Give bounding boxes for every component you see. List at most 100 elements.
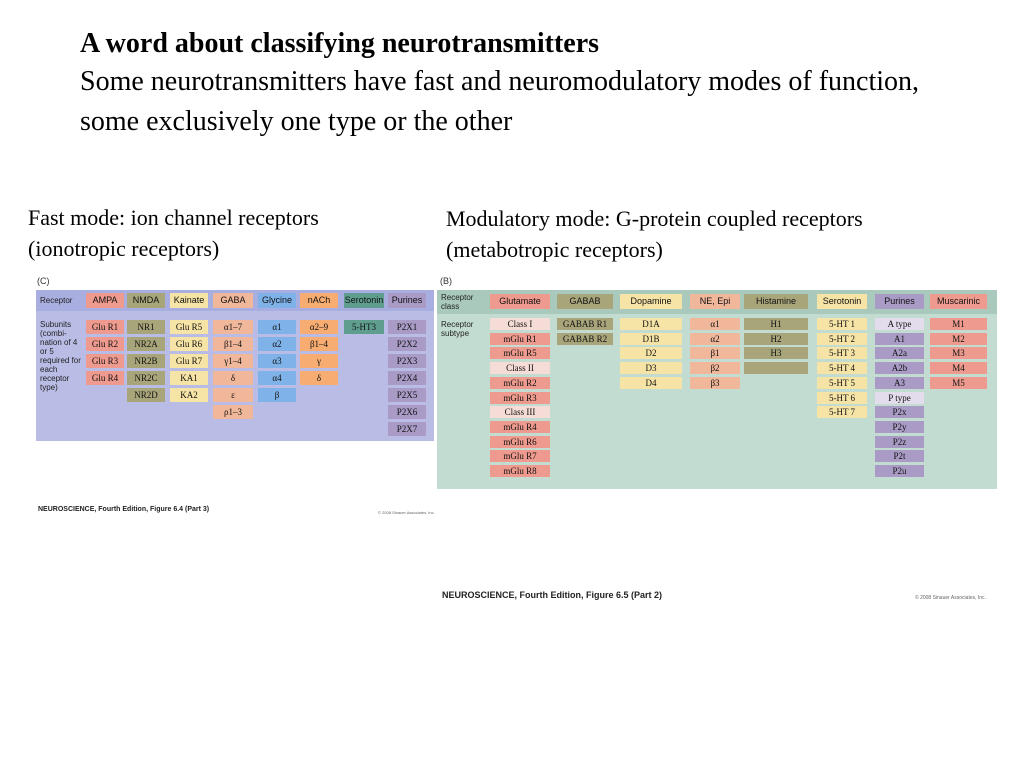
figure-6-4-copyright: © 2008 Sinauer Associates, Inc. [378,510,435,515]
metabotropic-subunit: 5-HT 3 [817,347,867,360]
metabotropic-header-2: Dopamine [620,294,682,309]
ionotropic-receptor-figure: Receptor Subunits (combi-nation of 4 or … [36,290,434,441]
metabotropic-subunit: 5-HT 4 [817,362,867,375]
metabotropic-subunit: mGlu R6 [490,435,550,448]
metabotropic-header-0: Glutamate [490,294,550,309]
receptor-subtype-label: Receptor subtype [441,320,474,338]
metabotropic-subunit: β1 [690,347,740,360]
metabotropic-subunit: A3 [875,376,924,389]
metabotropic-subunit: β3 [690,376,740,389]
metabotropic-subunit: D3 [620,362,682,375]
figure-6-5-credit: NEUROSCIENCE, Fourth Edition, Figure 6.5… [442,590,663,600]
metabotropic-subunit: P type [875,391,924,404]
figure-b-letter: (B) [440,276,452,286]
metabotropic-subunit: P2u [875,465,924,477]
ionotropic-subunit: Glu R1 [86,320,124,334]
metabotropic-header-1: GABAB [557,294,613,309]
slide-title: A word about classifying neurotransmitte… [80,28,600,59]
slide-title-block: A word about classifying neurotransmitte… [80,26,980,142]
ionotropic-subunit: β1–4 [300,337,338,351]
metabotropic-subunit: mGlu R2 [490,376,550,389]
metabotropic-subunit: M1 [930,318,987,330]
ionotropic-subunit: δ [300,371,338,385]
receptor-row-label: Receptor [40,296,73,305]
metabotropic-subunit: Class I [490,318,550,330]
ionotropic-subunit: α3 [258,354,296,368]
metabotropic-subunit: mGlu R4 [490,420,550,433]
metabotropic-subunit: M3 [930,347,987,360]
modulatory-mode-caption-line2: (metabotropic receptors) [446,237,663,262]
modulatory-mode-caption: Modulatory mode: G-protein coupled recep… [446,203,1006,265]
ionotropic-subunit: KA2 [170,388,208,402]
ionotropic-subunit: α1–7 [213,320,253,334]
metabotropic-subunit: mGlu R7 [490,450,550,463]
metabotropic-subunit: P2y [875,420,924,433]
ionotropic-subunit: NR2C [127,371,165,385]
ionotropic-subunit: 5-HT3 [344,320,384,334]
ionotropic-subunit: Glu R4 [86,371,124,385]
metabotropic-subunit: A type [875,318,924,330]
metabotropic-subunit: P2z [875,435,924,448]
metabotropic-subunit: H3 [744,347,808,360]
ionotropic-subunit: α2–9 [300,320,338,334]
ionotropic-subunit: β [258,388,296,402]
ionotropic-subunit: P2X7 [388,422,426,436]
ionotropic-subunit: NR1 [127,320,165,334]
ionotropic-subunit: β1–4 [213,337,253,351]
ionotropic-subunit: Glu R5 [170,320,208,334]
metabotropic-header-5: Serotonin [817,294,867,309]
metabotropic-subunit [744,362,808,375]
metabotropic-header-4: Histamine [744,294,808,309]
ionotropic-header-4: Glycine [258,293,296,308]
ionotropic-subunit: P2X4 [388,371,426,385]
ionotropic-subunit: P2X3 [388,354,426,368]
fast-mode-caption-line2: (ionotropic receptors) [28,236,220,261]
metabotropic-subunit: H2 [744,332,808,345]
metabotropic-header-7: Muscarinic [930,294,987,309]
ionotropic-subunit: P2X2 [388,337,426,351]
fast-mode-caption: Fast mode: ion channel receptors (ionotr… [28,202,428,264]
metabotropic-subunit: 5-HT 5 [817,376,867,389]
ionotropic-subunit: Glu R6 [170,337,208,351]
metabotropic-subunit: A2b [875,362,924,375]
slide-subtitle: Some neurotransmitters have fast and neu… [80,66,920,137]
receptor-class-label: Receptor class [441,293,474,311]
ionotropic-subunit: α2 [258,337,296,351]
metabotropic-subunit: Class III [490,406,550,419]
metabotropic-subunit: P2t [875,450,924,463]
modulatory-mode-caption-line1: Modulatory mode: G-protein coupled recep… [446,206,863,231]
metabotropic-subunit: H1 [744,318,808,330]
metabotropic-subunit: GABAB R1 [557,318,613,330]
figure-6-4-credit: NEUROSCIENCE, Fourth Edition, Figure 6.4… [38,506,210,513]
ionotropic-subunit: δ [213,371,253,385]
subunits-row-label: Subunits (combi-nation of 4 or 5 require… [40,320,81,392]
ionotropic-subunit: P2X1 [388,320,426,334]
metabotropic-subunit: α1 [690,318,740,330]
ionotropic-subunit: P2X6 [388,405,426,419]
metabotropic-subunit: mGlu R1 [490,332,550,345]
ionotropic-subunit: γ1–4 [213,354,253,368]
ionotropic-subunit: γ [300,354,338,368]
ionotropic-subunit: KA1 [170,371,208,385]
metabotropic-subunit: D2 [620,347,682,360]
ionotropic-subunit: α4 [258,371,296,385]
ionotropic-header-1: NMDA [127,293,165,308]
ionotropic-header-2: Kainate [170,293,208,308]
metabotropic-subunit: 5-HT 7 [817,406,867,419]
metabotropic-subunit: mGlu R8 [490,465,550,477]
metabotropic-subunit: 5-HT 1 [817,318,867,330]
ionotropic-subunit: NR2D [127,388,165,402]
metabotropic-subunit: GABAB R2 [557,332,613,345]
ionotropic-subunit: ε [213,388,253,402]
ionotropic-header-3: GABA [213,293,253,308]
metabotropic-subunit: A1 [875,332,924,345]
ionotropic-subunit: Glu R7 [170,354,208,368]
ionotropic-header-5: nACh [300,293,338,308]
ionotropic-subunit: α1 [258,320,296,334]
ionotropic-header-7: Purines [388,293,426,308]
metabotropic-subunit: P2x [875,406,924,419]
figure-c-letter: (C) [37,276,50,286]
metabotropic-subunit: M4 [930,362,987,375]
metabotropic-subunit: 5-HT 2 [817,332,867,345]
ionotropic-header-0: AMPA [86,293,124,308]
